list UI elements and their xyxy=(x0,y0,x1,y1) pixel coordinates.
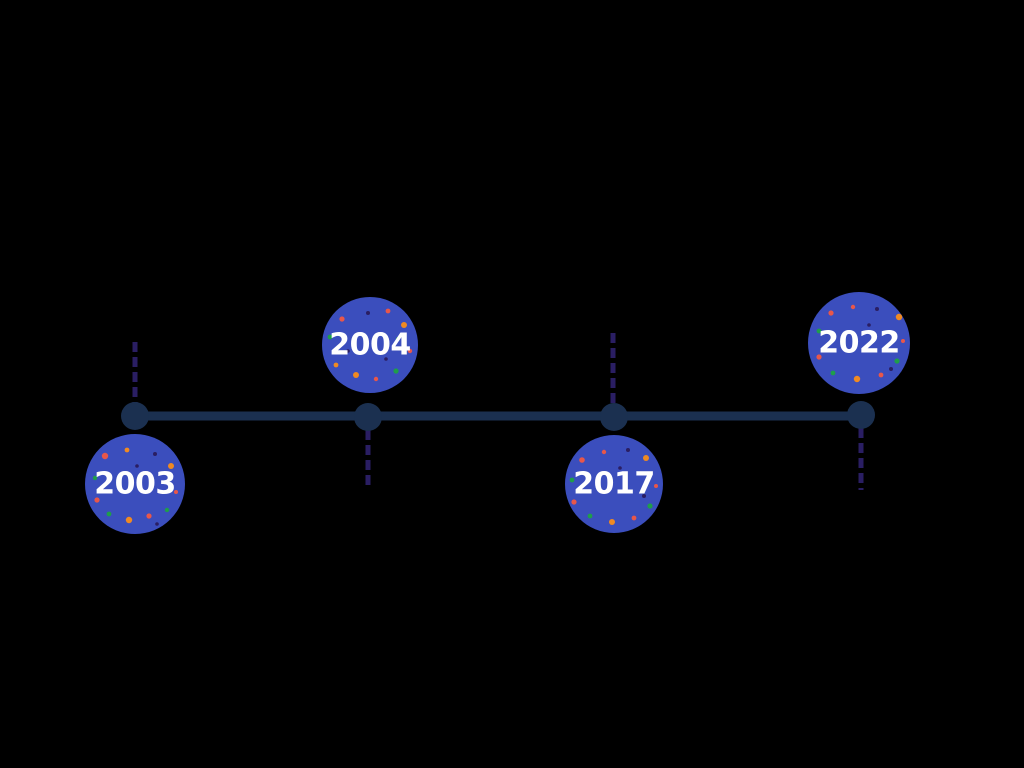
year-label-2022: 2022 xyxy=(818,326,900,361)
timeline-node-2004[interactable] xyxy=(354,403,382,431)
year-label-2017: 2017 xyxy=(573,467,655,502)
bubble-circle-2017 xyxy=(565,435,663,533)
confetti-dots-2004 xyxy=(327,308,413,382)
confetti-dots-2003 xyxy=(92,447,178,526)
year-bubble-2004[interactable]: 2004 xyxy=(322,297,418,393)
timeline-node-2017[interactable] xyxy=(600,403,628,431)
timeline-node-2003[interactable] xyxy=(121,402,149,430)
year-bubble-2022[interactable]: 2022 xyxy=(808,292,910,394)
timeline-node-2022[interactable] xyxy=(847,401,875,429)
bubble-circle-2003 xyxy=(85,434,185,534)
year-label-2003: 2003 xyxy=(94,467,176,502)
connector-lines-group xyxy=(132,333,864,490)
bubble-circle-2004 xyxy=(322,297,418,393)
timeline-nodes-group xyxy=(121,401,875,431)
year-label-2004: 2004 xyxy=(329,328,411,363)
year-bubble-2003[interactable]: 2003 xyxy=(85,434,185,534)
confetti-dots-2017 xyxy=(569,448,658,525)
bubble-circle-2022 xyxy=(808,292,910,394)
year-bubbles-group: 2003 2004 2017 2022 xyxy=(85,292,910,534)
confetti-dots-2022 xyxy=(816,304,905,383)
year-bubble-2017[interactable]: 2017 xyxy=(565,435,663,533)
